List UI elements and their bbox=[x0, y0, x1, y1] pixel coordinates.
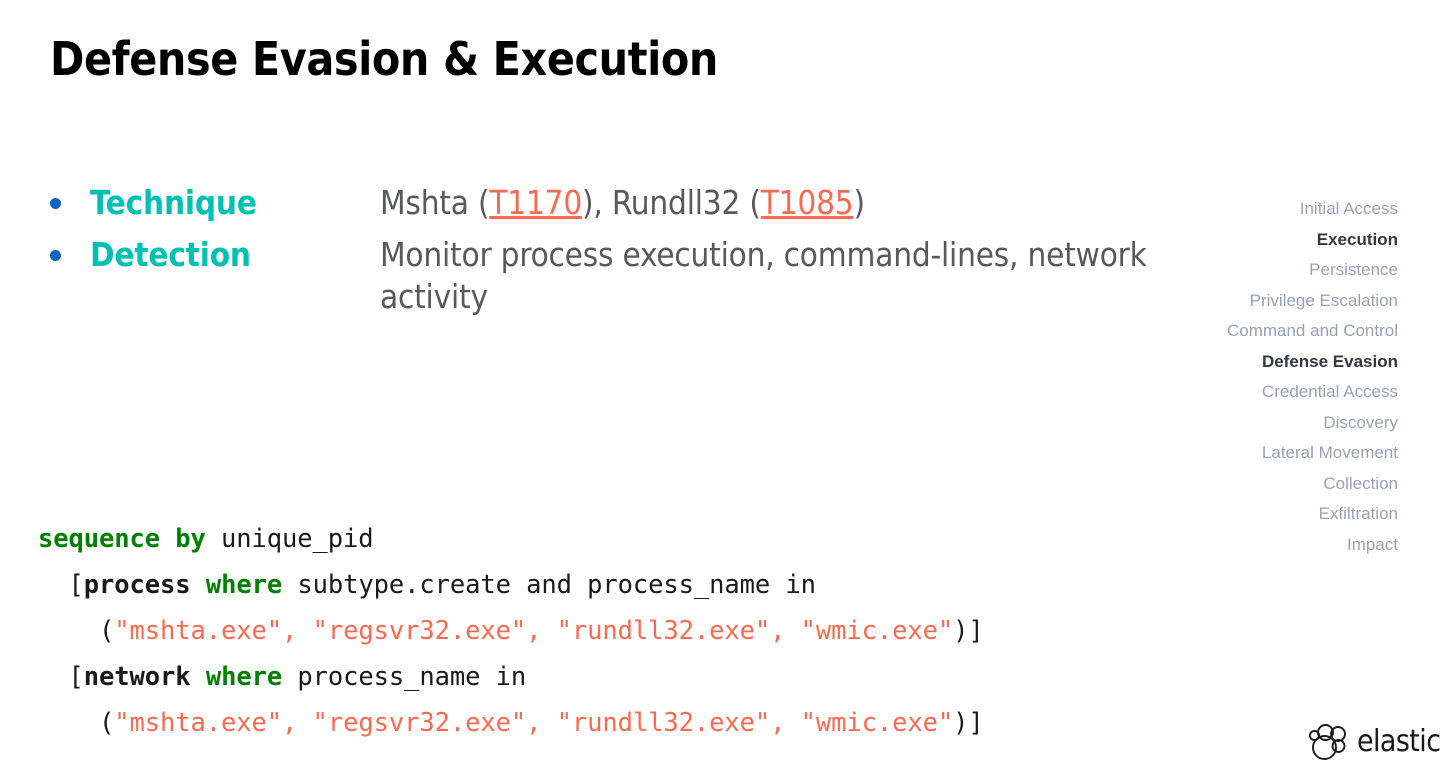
code-token-plain: [ bbox=[68, 662, 84, 692]
elastic-wordmark: elastic bbox=[1357, 724, 1440, 759]
bullet-dot-shape bbox=[50, 198, 61, 209]
bullet-text-fragment: ) bbox=[853, 183, 865, 222]
elastic-cluster-icon bbox=[1308, 722, 1350, 762]
tactic-item-command-and-control[interactable]: Command and Control bbox=[1226, 321, 1398, 340]
technique-link[interactable]: T1170 bbox=[489, 183, 583, 222]
code-line: ("mshta.exe", "regsvr32.exe", "rundll32.… bbox=[38, 608, 984, 654]
code-line: [network where process_name in bbox=[38, 654, 984, 700]
bullet-dot-shape bbox=[50, 250, 61, 261]
code-token-event: process bbox=[83, 570, 191, 600]
code-token-plain: [ bbox=[68, 570, 84, 600]
elastic-logo: elastic bbox=[1308, 722, 1440, 762]
code-line: sequence by unique_pid bbox=[38, 516, 984, 562]
code-token-plain bbox=[191, 570, 206, 600]
bullet-dot-icon bbox=[50, 182, 90, 209]
tactic-item-privilege-escalation[interactable]: Privilege Escalation bbox=[1249, 290, 1398, 310]
tactic-item-collection[interactable]: Collection bbox=[1323, 473, 1398, 493]
code-token-plain: unique_pid bbox=[205, 524, 374, 554]
code-indent bbox=[38, 708, 99, 738]
bullet-row: Technique Mshta (T1170), Rundll32 (T1085) bbox=[50, 182, 1160, 224]
code-token-keyword: sequence by bbox=[38, 524, 206, 554]
bullet-text-fragment: Mshta ( bbox=[380, 183, 490, 222]
code-indent bbox=[38, 570, 69, 600]
tactic-item-initial-access[interactable]: Initial Access bbox=[1299, 199, 1398, 218]
page-title: Defense Evasion & Execution bbox=[50, 32, 718, 86]
bullet-dot-icon bbox=[50, 234, 90, 261]
code-token-plain: )] bbox=[953, 616, 984, 646]
tactic-item-impact[interactable]: Impact bbox=[1346, 534, 1398, 554]
bullet-text: Monitor process execution, command-lines… bbox=[380, 234, 1160, 318]
code-line: ("mshta.exe", "regsvr32.exe", "rundll32.… bbox=[38, 700, 984, 746]
tactic-item-persistence[interactable]: Persistence bbox=[1309, 260, 1398, 279]
code-token-plain: process_name in bbox=[282, 662, 527, 692]
bullet-row: Detection Monitor process execution, comm… bbox=[50, 234, 1160, 318]
technique-link[interactable]: T1085 bbox=[760, 183, 854, 222]
tactic-item-defense-evasion[interactable]: Defense Evasion bbox=[1261, 351, 1398, 371]
bullet-text: Mshta (T1170), Rundll32 (T1085) bbox=[380, 182, 1160, 224]
code-token-plain: ( bbox=[99, 708, 115, 738]
tactic-item-exfiltration[interactable]: Exfiltration bbox=[1318, 504, 1398, 523]
bullet-label: Detection bbox=[90, 235, 251, 274]
code-indent bbox=[38, 662, 69, 692]
code-token-keyword: where bbox=[205, 570, 283, 600]
code-line: [process where subtype.create and proces… bbox=[38, 562, 984, 608]
tactic-item-execution[interactable]: Execution bbox=[1316, 229, 1398, 249]
code-token-string: "mshta.exe", "regsvr32.exe", "rundll32.e… bbox=[114, 616, 954, 646]
code-token-keyword: where bbox=[205, 662, 283, 692]
code-token-plain: ( bbox=[99, 616, 115, 646]
bullet-text-fragment: Monitor process execution, command-lines… bbox=[380, 235, 1147, 316]
code-token-string: "mshta.exe", "regsvr32.exe", "rundll32.e… bbox=[114, 708, 954, 738]
bullet-label: Technique bbox=[90, 183, 257, 222]
code-token-event: network bbox=[83, 662, 191, 692]
tactic-item-discovery[interactable]: Discovery bbox=[1323, 412, 1398, 432]
bullet-list: Technique Mshta (T1170), Rundll32 (T1085)… bbox=[50, 182, 1160, 328]
code-token-plain bbox=[191, 662, 206, 692]
code-indent bbox=[38, 616, 99, 646]
code-token-plain: )] bbox=[953, 708, 984, 738]
tactic-item-credential-access[interactable]: Credential Access bbox=[1261, 382, 1398, 401]
tactic-item-lateral-movement[interactable]: Lateral Movement bbox=[1261, 443, 1398, 462]
code-snippet: sequence by unique_pid [process where su… bbox=[38, 424, 984, 746]
code-token-plain: subtype.create and process_name in bbox=[282, 570, 816, 600]
bullet-text-fragment: ), Rundll32 ( bbox=[582, 183, 761, 222]
